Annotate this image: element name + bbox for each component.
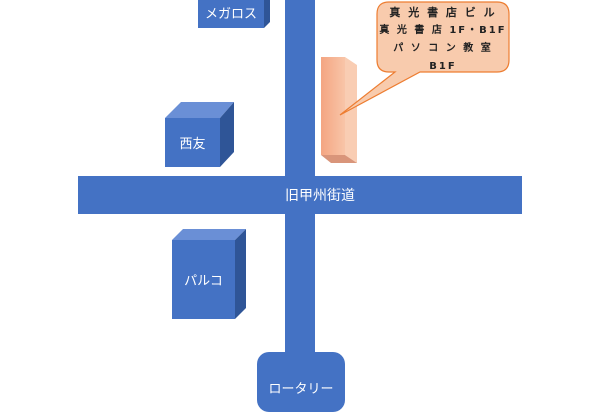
seiyu-building: 西友 xyxy=(165,118,220,167)
map-graphics xyxy=(165,0,510,319)
parco-building: パルコ xyxy=(172,240,235,319)
callout-bubble xyxy=(339,1,510,116)
megaros-building: メガロス xyxy=(198,0,264,28)
parco-side xyxy=(235,229,246,319)
callout-text: 真 光 書 店 ビ ル 真 光 書 店 1F・B1F パ ソ コ ン 教 室 B… xyxy=(377,4,509,76)
megaros-side xyxy=(264,0,270,28)
shinko-building-bottom xyxy=(321,155,357,163)
callout-line-pc-school: パ ソ コ ン 教 室 B1F xyxy=(393,43,493,72)
seiyu-top xyxy=(165,102,234,118)
megaros-label: メガロス xyxy=(204,6,257,22)
shinko-building-side xyxy=(345,57,357,163)
callout-line-bookstore: 真 光 書 店 1F・B1F xyxy=(379,25,507,36)
seiyu-side xyxy=(220,102,234,167)
kyu-koshu-kaido-road: 旧甲州街道 xyxy=(78,176,522,214)
seiyu-label: 西友 xyxy=(179,137,206,152)
rotary: ロータリー xyxy=(257,352,345,412)
rotary-label: ロータリー xyxy=(268,382,334,397)
shinko-building-front xyxy=(321,57,345,155)
road-label: 旧甲州街道 xyxy=(285,188,355,204)
parco-label: パルコ xyxy=(184,274,223,289)
callout-line-building: 真 光 書 店 ビ ル xyxy=(389,6,497,19)
parco-top xyxy=(172,229,246,240)
